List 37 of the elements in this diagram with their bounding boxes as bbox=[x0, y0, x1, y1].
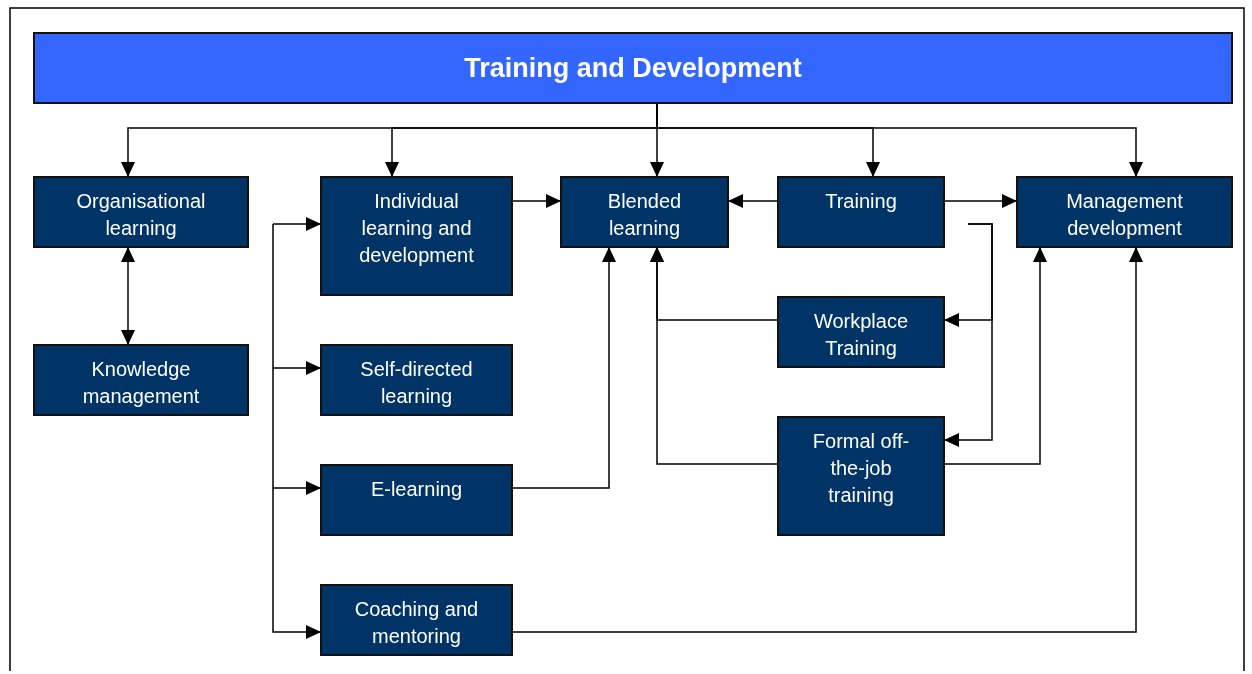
process-box bbox=[777, 176, 945, 248]
arrow bbox=[272, 481, 321, 495]
arrow bbox=[728, 194, 778, 208]
arrow bbox=[944, 194, 1017, 208]
arrow bbox=[272, 361, 321, 375]
box-label: Individual learning and development bbox=[358, 189, 475, 268]
process-box bbox=[320, 344, 513, 416]
process-box bbox=[33, 176, 249, 248]
process-box bbox=[33, 344, 249, 416]
arrow bbox=[512, 194, 561, 208]
box-label: Formal off-the-job training bbox=[811, 429, 911, 508]
process-box bbox=[1016, 176, 1233, 248]
title-bar bbox=[33, 32, 1233, 104]
box-label: Organisational learning bbox=[75, 189, 207, 241]
box-label: Knowledge management bbox=[81, 357, 201, 409]
arrow bbox=[512, 247, 616, 489]
arrow bbox=[512, 247, 1143, 633]
process-box bbox=[320, 464, 513, 536]
arrow bbox=[121, 247, 135, 345]
box-label: Coaching and mentoring bbox=[353, 597, 480, 649]
process-box bbox=[560, 176, 729, 248]
arrow bbox=[650, 247, 778, 465]
box-label: Blended learning bbox=[606, 189, 683, 241]
process-box bbox=[320, 176, 513, 296]
arrow bbox=[272, 217, 321, 231]
process-box bbox=[777, 296, 945, 368]
arrow bbox=[944, 247, 1047, 465]
box-label: Workplace Training bbox=[812, 309, 910, 361]
box-label: E-learning bbox=[370, 477, 463, 502]
process-box bbox=[320, 584, 513, 656]
box-label: Self-directed learning bbox=[359, 357, 474, 409]
arrow bbox=[272, 223, 321, 639]
process-box bbox=[777, 416, 945, 536]
box-label: Training bbox=[825, 189, 897, 214]
arrow bbox=[944, 223, 993, 447]
box-label: Management development bbox=[1065, 189, 1184, 241]
title-text: Training and Development bbox=[464, 54, 802, 82]
